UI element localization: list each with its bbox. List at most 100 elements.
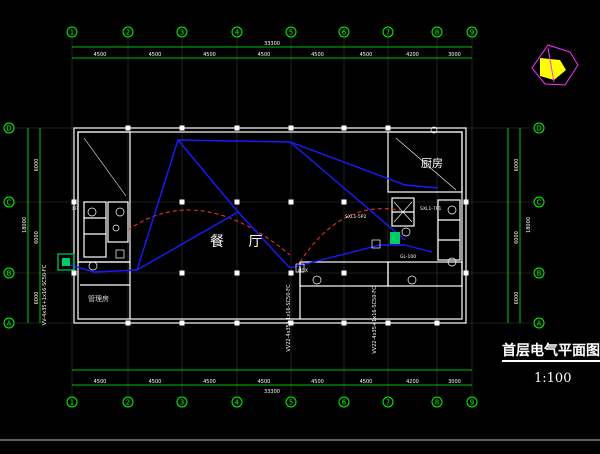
column-marker bbox=[71, 270, 77, 276]
grid-bubble-top-7-circle bbox=[382, 26, 394, 38]
column-marker bbox=[234, 125, 240, 131]
dim-bottom-segment: 4500 bbox=[258, 379, 271, 385]
column-marker bbox=[288, 125, 294, 131]
column-marker bbox=[288, 270, 294, 276]
column-marker bbox=[234, 270, 240, 276]
dim-bottom-segment: 4500 bbox=[360, 379, 373, 385]
column-marker bbox=[341, 270, 347, 276]
dim-right-segment: 6000 bbox=[514, 292, 520, 305]
dim-top-segment: 4500 bbox=[360, 52, 373, 58]
drawing-scale: 1:100 bbox=[534, 371, 572, 386]
room-label-kitchen: 厨房 bbox=[421, 157, 443, 170]
stair-marks bbox=[83, 137, 457, 223]
grid-bubble-left-B-circle bbox=[3, 267, 15, 279]
dim-bottom-total: 33300 bbox=[264, 389, 280, 395]
grid-bubble-top-5-circle bbox=[285, 26, 297, 38]
grid-bubble-top-4-label: 4 bbox=[235, 29, 240, 37]
dim-left-segment: 6000 bbox=[34, 231, 40, 244]
dim-bottom-segment: 4200 bbox=[406, 379, 419, 385]
column-marker bbox=[234, 320, 240, 326]
dim-right-total: 18000 bbox=[526, 217, 532, 233]
column-marker bbox=[125, 320, 131, 326]
grid-bubble-bottom-3-circle bbox=[176, 396, 188, 408]
column-marker bbox=[179, 199, 185, 205]
grid-bubble-bottom-9-circle bbox=[466, 396, 478, 408]
dim-top-segment: 4500 bbox=[311, 52, 324, 58]
grid-bubble-right-B-label: B bbox=[537, 270, 542, 278]
column-marker bbox=[385, 320, 391, 326]
grid-bubble-right-C-circle bbox=[533, 196, 545, 208]
equipment-label: GL-100 bbox=[400, 254, 416, 260]
grid-bubble-top-1-circle bbox=[66, 26, 78, 38]
dim-bottom-segment: 4500 bbox=[311, 379, 324, 385]
dim-top-segment: 4200 bbox=[406, 52, 419, 58]
circuit-label-mid: VV22-4x35+1x16-SC50-FC bbox=[286, 284, 292, 352]
grid-bubble-left-A-label: A bbox=[7, 320, 12, 328]
grid-bubble-bottom-9-label: 9 bbox=[470, 399, 474, 407]
dim-left-segment: 6000 bbox=[34, 292, 40, 305]
wiring-circuits bbox=[66, 139, 439, 273]
panel-left-core bbox=[62, 258, 70, 266]
grid-bubble-bottom-4-circle bbox=[231, 396, 243, 408]
grid-bubble-top-3-label: 3 bbox=[180, 29, 184, 37]
column-marker bbox=[341, 199, 347, 205]
grid-bubble-bottom-6-circle bbox=[338, 396, 350, 408]
column-marker bbox=[463, 199, 469, 205]
column-marker bbox=[288, 199, 294, 205]
grid-bubble-top-2-circle bbox=[122, 26, 134, 38]
grid-bubble-bottom-8-label: 8 bbox=[435, 399, 439, 407]
room-label-dining: 餐 厅 bbox=[210, 234, 273, 250]
column-marker bbox=[179, 270, 185, 276]
dim-right-segment: 6000 bbox=[514, 159, 520, 172]
column-marker bbox=[125, 125, 131, 131]
dimension-text: 3330033300450045004500450045004500450045… bbox=[22, 41, 532, 395]
grid-bubble-left-D-label: D bbox=[6, 125, 11, 133]
grid-bubble-top-6-label: 6 bbox=[342, 29, 347, 37]
grid-bubble-bottom-7-label: 7 bbox=[386, 399, 390, 407]
device-symbols bbox=[87, 126, 457, 285]
grid-bubble-bottom-5-label: 5 bbox=[289, 399, 293, 407]
grid-bubble-bottom-8-circle bbox=[431, 396, 443, 408]
grid-bubble-right-D-circle bbox=[533, 122, 545, 134]
north-compass bbox=[531, 44, 579, 86]
dim-bottom-segment: 4500 bbox=[203, 379, 216, 385]
building-walls bbox=[73, 127, 467, 324]
grid-bubble-top-1-label: 1 bbox=[70, 29, 74, 37]
circuit-label-left: VV-4x35+1x16-SC50-FC bbox=[42, 264, 48, 325]
column-marker bbox=[234, 199, 240, 205]
column-marker bbox=[179, 320, 185, 326]
grid-bubble-top-5-label: 5 bbox=[289, 29, 293, 37]
grid-bubble-right-B-circle bbox=[533, 267, 545, 279]
equipment-label: HDX bbox=[298, 268, 308, 274]
dim-top-segment: 4500 bbox=[94, 52, 107, 58]
grid-bubble-top-6-circle bbox=[338, 26, 350, 38]
grid-bubble-right-A-circle bbox=[533, 317, 545, 329]
grid-bubble-bottom-5-circle bbox=[285, 396, 297, 408]
equipment-label: SXL1-7P1 bbox=[420, 206, 442, 212]
grid-bubble-top-3-circle bbox=[176, 26, 188, 38]
dim-bottom-segment: 3000 bbox=[448, 379, 461, 385]
grid-bubble-top-9-label: 9 bbox=[470, 29, 474, 37]
dim-top-segment: 4500 bbox=[203, 52, 216, 58]
column-marker bbox=[434, 320, 440, 326]
grid-bubble-bottom-1-label: 1 bbox=[70, 399, 74, 407]
grid-bubble-top-8-label: 8 bbox=[435, 29, 439, 37]
dimension-lines bbox=[27, 46, 521, 386]
grid-bubble-bottom-7-circle bbox=[382, 396, 394, 408]
grid-bubble-left-B-label: B bbox=[7, 270, 12, 278]
grid-bubble-bottom-2-circle bbox=[122, 396, 134, 408]
grid-bubble-bottom-2-label: 2 bbox=[126, 399, 130, 407]
drawing-title: 首层电气平面图 bbox=[502, 344, 600, 362]
distribution-panels bbox=[57, 232, 400, 271]
door-swing-arcs bbox=[127, 208, 401, 263]
dim-bottom-segment: 4500 bbox=[149, 379, 162, 385]
grid-bubble-left-D-circle bbox=[3, 122, 15, 134]
room-label-office: 管理房 bbox=[88, 295, 109, 303]
column-marker bbox=[179, 125, 185, 131]
panel-left bbox=[57, 253, 75, 271]
grid-bubble-top-9-circle bbox=[466, 26, 478, 38]
grid-bubble-left-C-circle bbox=[3, 196, 15, 208]
dim-top-segment: 4500 bbox=[149, 52, 162, 58]
